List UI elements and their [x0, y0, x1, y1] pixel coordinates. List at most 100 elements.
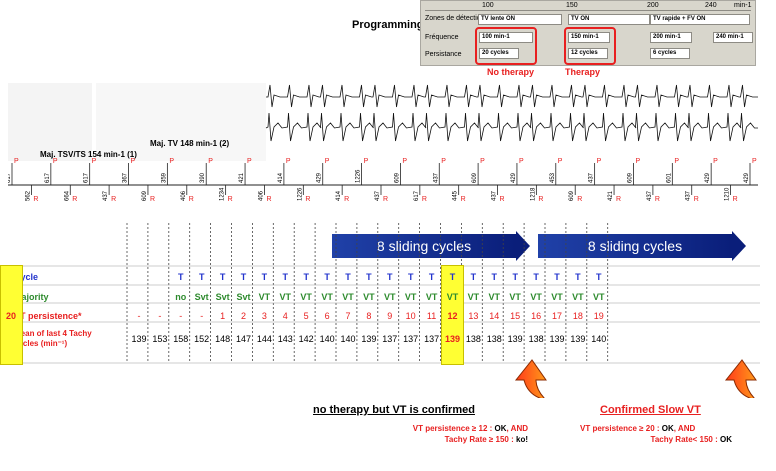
zone-field[interactable]: TV rapide + FV ON [650, 14, 750, 25]
arrowhead-icon [516, 231, 530, 261]
frequency-field[interactable]: 100 min-1 [479, 32, 533, 43]
r-marker: R [694, 196, 699, 203]
scale-label: 150 [566, 2, 578, 9]
mean-cell: 137 [403, 334, 419, 344]
interval-label: 359 [161, 172, 167, 183]
cycle-cell: T [470, 272, 477, 282]
cycle-cell: T [512, 272, 518, 282]
cycle-cell: T [554, 272, 560, 282]
mean-cell: 138 [486, 334, 502, 344]
interval-label: 437 [686, 190, 692, 201]
persistence-cell: 20 [5, 311, 16, 321]
r-marker: R [111, 196, 116, 203]
persistence-field[interactable]: 6 cycles [650, 48, 690, 59]
sliding-arrow-2: 8 sliding cycles [538, 231, 746, 261]
left-condition-1-and: , AND [506, 424, 528, 433]
mean-cell: 143 [277, 334, 293, 344]
mean-cell: 148 [215, 334, 231, 344]
majority-cell: VT [530, 292, 542, 302]
cycle-table: Cycle Majority VT persistence* Mean of l… [0, 215, 776, 375]
interval-label: 390 [200, 172, 206, 183]
interval-label: 437 [103, 190, 109, 201]
majority-cell: VT [425, 292, 438, 302]
interval-label: 367 [123, 172, 129, 183]
r-marker: R [150, 196, 155, 203]
p-marker: P [208, 158, 213, 165]
therapy-label: Therapy [565, 67, 601, 77]
persistence-field[interactable]: 12 cycles [568, 48, 608, 59]
mean-cell: 139 [570, 334, 586, 344]
p-marker: P [635, 158, 640, 165]
cycle-cell: T [240, 272, 247, 282]
majority-cell: no [175, 292, 187, 302]
interval-label: 1226 [356, 169, 362, 183]
zone-field[interactable]: TV ON [568, 14, 650, 25]
majority-cell: VT [509, 292, 521, 302]
majority-cell: VT [404, 292, 417, 302]
right-condition-2-text: Tachy Rate< 150 : [650, 435, 720, 444]
left-condition-1-result: OK [494, 424, 507, 433]
p-marker: P [53, 158, 58, 165]
interval-label: 429 [744, 172, 750, 183]
interval-label: 609 [394, 172, 400, 183]
frequency-field[interactable]: 150 min-1 [568, 32, 610, 43]
right-condition-1-and: , AND [673, 424, 696, 433]
up-arrow-icon [724, 359, 758, 398]
row-label-mean-line1: Mean of last 4 Tachy [14, 329, 92, 338]
mean-cell: 139 [549, 334, 565, 344]
persistence-field[interactable]: 20 cycles [479, 48, 519, 59]
right-condition-1: VT persistence ≥ 20 : OK, AND [580, 424, 776, 433]
majority-cell: VT [258, 292, 271, 302]
left-condition-2: Tachy Rate ≥ 150 : ko! [330, 435, 528, 444]
maj-tsv-label: Maj. TSV/TS 154 min-1 (1) [40, 150, 137, 159]
cycle-cell: T [178, 272, 184, 282]
cycle-cell: T [449, 272, 456, 282]
persistence-cell: 17 [551, 311, 562, 321]
mean-cell: 138 [528, 334, 544, 344]
persistence-cell: 2 [240, 311, 246, 321]
programming-title: Programming [352, 19, 424, 31]
interval-label: 609 [627, 172, 633, 183]
interval-label: 414 [278, 172, 284, 183]
therapy-highlight [564, 27, 616, 65]
p-marker: P [325, 158, 330, 165]
interval-label: 406 [181, 190, 187, 201]
interval-label: 437 [492, 190, 498, 201]
cycle-cell: T [303, 272, 309, 282]
majority-cell: VT [384, 292, 396, 302]
interval-label: 437 [375, 190, 381, 201]
p-marker: P [364, 158, 369, 165]
frequency-field[interactable]: 240 min-1 [713, 32, 753, 43]
mean-cell: 142 [298, 334, 314, 344]
sliding-label-2: 8 sliding cycles [538, 234, 732, 258]
scale-label: 100 [482, 2, 494, 9]
interval-label: 437 [647, 190, 653, 201]
cycle-cell: T [219, 272, 226, 282]
p-marker: P [14, 158, 19, 165]
persistence-cell: 5 [303, 311, 309, 321]
persistence-cell: 19 [593, 311, 604, 321]
mean-cell: 140 [319, 334, 335, 344]
interval-label: 437 [589, 172, 595, 183]
r-marker: R [655, 196, 660, 203]
no-therapy-label: No therapy [487, 67, 535, 77]
r-marker: R [33, 196, 38, 203]
mean-cell: 140 [591, 334, 607, 344]
left-condition-1: VT persistence ≥ 12 : OK, AND [330, 424, 528, 433]
left-condition-2-result: ko! [516, 435, 528, 444]
zone-field[interactable]: TV lente ON [478, 14, 562, 25]
mean-cell: 137 [424, 334, 440, 344]
r-marker: R [422, 196, 427, 203]
interval-label: 421 [239, 172, 245, 183]
right-conclusion-title: Confirmed Slow VT [600, 404, 701, 416]
persistence-cell: 1 [220, 311, 226, 321]
interval-label: 1210 [725, 187, 731, 201]
majority-cell: VT [321, 292, 333, 302]
p-marker: P [402, 158, 407, 165]
frequency-field[interactable]: 200 min-1 [650, 32, 692, 43]
cycle-cell: T [282, 272, 289, 282]
majority-cell: VT [467, 292, 480, 302]
programming-panel: 100 150 200 240 min-1 Zones de détection… [420, 0, 756, 66]
interval-label: 617 [84, 172, 90, 183]
majority-cell: VT [300, 292, 312, 302]
